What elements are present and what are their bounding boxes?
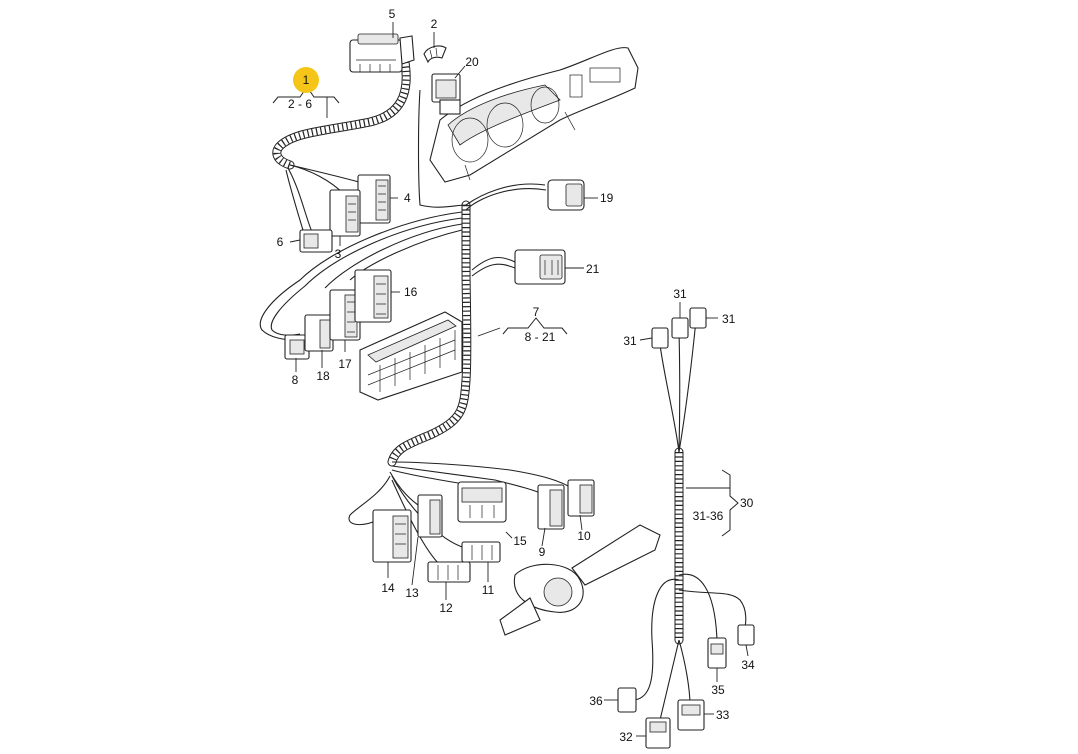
callout-31-left: 31 bbox=[623, 334, 637, 348]
main-harness bbox=[272, 57, 684, 645]
callout-35: 35 bbox=[711, 683, 725, 697]
callout-6: 6 bbox=[277, 235, 284, 249]
connector-36 bbox=[617, 687, 637, 713]
connector-13 bbox=[417, 494, 443, 538]
callout-20: 20 bbox=[465, 55, 479, 69]
callout-33: 33 bbox=[716, 708, 730, 722]
callout-3: 3 bbox=[335, 247, 342, 261]
callout-11: 11 bbox=[482, 583, 495, 597]
callout-19: 19 bbox=[600, 191, 614, 205]
connector-5 bbox=[349, 33, 415, 73]
connector-32 bbox=[645, 717, 671, 749]
connector-3 bbox=[329, 189, 361, 237]
callout-14: 14 bbox=[381, 581, 395, 595]
connector-33 bbox=[677, 699, 705, 731]
callout-36: 36 bbox=[589, 694, 603, 708]
callout-17: 17 bbox=[338, 357, 352, 371]
callout-12: 12 bbox=[439, 601, 453, 615]
callout-13: 13 bbox=[405, 586, 419, 600]
connector-12 bbox=[427, 561, 471, 583]
callout-21: 21 bbox=[586, 262, 600, 276]
callout-7-range: 8 - 21 bbox=[525, 330, 556, 344]
callout-1-range: 2 - 6 bbox=[288, 97, 312, 111]
connector-18 bbox=[304, 314, 334, 352]
connector-4 bbox=[357, 174, 391, 224]
highlight-marker bbox=[293, 67, 319, 93]
callout-2: 2 bbox=[431, 17, 438, 31]
callout-31-right: 31 bbox=[722, 312, 736, 326]
callout-4: 4 bbox=[404, 191, 411, 205]
connector-14 bbox=[372, 509, 412, 563]
connector-20 bbox=[431, 73, 461, 115]
callout-32: 32 bbox=[619, 730, 633, 744]
callout-1: 1 bbox=[303, 73, 310, 87]
connector-31-right bbox=[689, 307, 707, 329]
connector-31-left bbox=[651, 327, 669, 349]
callout-10: 10 bbox=[577, 529, 591, 543]
leader-lines bbox=[289, 22, 749, 737]
callout-31-top: 31 bbox=[673, 287, 687, 301]
connector-6 bbox=[299, 229, 333, 253]
wires bbox=[259, 89, 747, 721]
instrument-cluster bbox=[429, 47, 639, 183]
connector-21 bbox=[514, 249, 566, 285]
connector-10 bbox=[567, 479, 595, 517]
callout-9: 9 bbox=[539, 545, 546, 559]
fuse-relay-block bbox=[359, 311, 463, 401]
callout-34: 34 bbox=[741, 658, 755, 672]
callout-8: 8 bbox=[292, 373, 299, 387]
connector-34 bbox=[737, 624, 755, 646]
callout-30-range: 31-36 bbox=[693, 509, 724, 523]
callout-7: 7 bbox=[533, 305, 540, 319]
callout-18: 18 bbox=[316, 369, 330, 383]
connector-9 bbox=[537, 484, 565, 530]
callout-16: 16 bbox=[404, 285, 418, 299]
connector-19 bbox=[547, 179, 585, 211]
callout-15: 15 bbox=[513, 534, 527, 548]
connector-35 bbox=[707, 637, 727, 669]
connector-11 bbox=[461, 541, 501, 563]
connector-15 bbox=[457, 481, 507, 523]
steering-column-switch bbox=[499, 524, 661, 636]
connector-2 bbox=[423, 45, 447, 64]
callout-labels: 1 2 - 6 2 3 4 5 6 7 8 - 21 8 9 10 11 12 … bbox=[277, 7, 755, 744]
callout-5: 5 bbox=[389, 7, 396, 21]
connector-31-mid bbox=[671, 317, 689, 339]
callout-30: 30 bbox=[740, 496, 754, 510]
connector-16 bbox=[354, 269, 392, 323]
